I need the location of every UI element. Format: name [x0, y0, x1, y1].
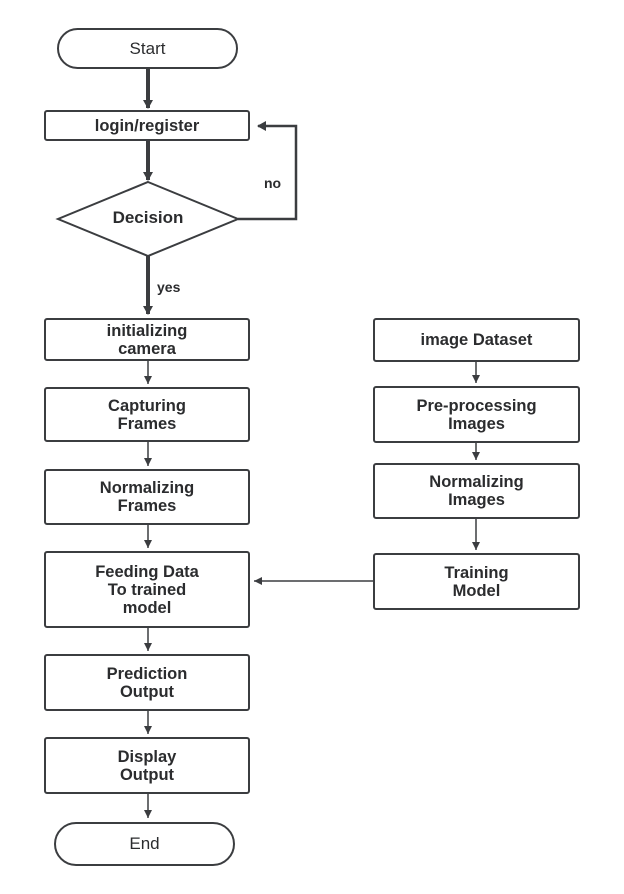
preprocessing-images-box: Pre-processing Images [373, 386, 580, 443]
initializing-camera-box: initializing camera [44, 318, 250, 361]
display-output-box: Display Output [44, 737, 250, 794]
prediction-output-box: Prediction Output [44, 654, 250, 711]
feeding-data-box: Feeding Data To trained model [44, 551, 250, 628]
arrow-decision-no-loop [238, 121, 298, 221]
start-terminal: Start [57, 28, 238, 69]
end-terminal: End [54, 822, 235, 866]
decision-label: Decision [112, 208, 184, 227]
training-model-box: Training Model [373, 553, 580, 610]
login-register-box: login/register [44, 110, 250, 141]
yes-label: yes [157, 279, 181, 295]
image-dataset-box: image Dataset [373, 318, 580, 362]
no-label: no [264, 175, 282, 191]
normalizing-frames-box: Normalizing Frames [44, 469, 250, 525]
capturing-frames-box: Capturing Frames [44, 387, 250, 442]
normalizing-images-box: Normalizing Images [373, 463, 580, 519]
